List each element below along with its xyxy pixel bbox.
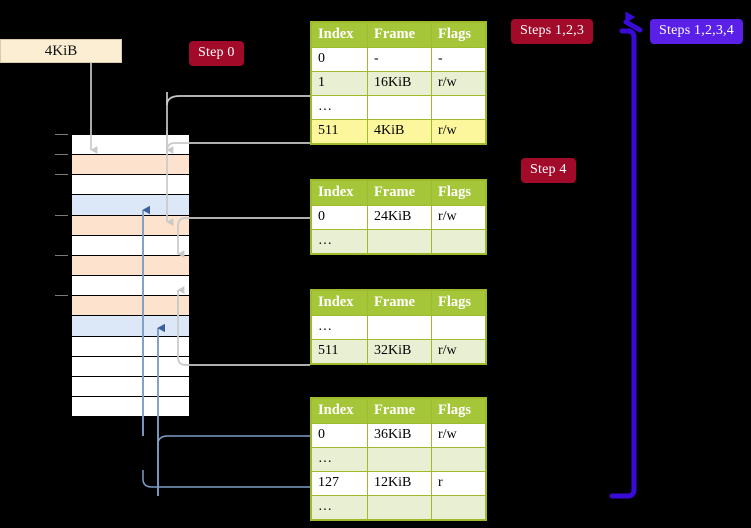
memory-frame-row — [71, 234, 190, 257]
memory-frame-row — [71, 275, 190, 297]
kib-frame-label: 4KiB — [44, 42, 78, 59]
memory-frame-row — [71, 214, 190, 237]
table-cell: 4KiB — [367, 119, 432, 144]
table-row: … — [311, 495, 486, 520]
step0-label: Step 0 — [198, 45, 235, 60]
table-row: … — [311, 315, 486, 340]
step4-badge: Step 4 — [521, 158, 576, 183]
table-row: … — [311, 95, 486, 120]
column-header-index: Index — [311, 180, 368, 206]
column-header-flags: Flags — [431, 22, 486, 48]
table-cell — [431, 447, 486, 472]
memory-frame-row — [71, 315, 190, 337]
steps123-badge: Steps 1,2,3 — [511, 19, 594, 44]
memory-frame-row — [71, 174, 190, 196]
table-cell — [431, 495, 486, 520]
memory-frame-row — [71, 254, 190, 277]
steps123-label: Steps 1,2,3 — [520, 23, 585, 38]
memory-scale-tick — [55, 214, 68, 216]
column-header-frame: Frame — [367, 398, 432, 424]
table-cell — [367, 315, 432, 340]
table-cell: 1 — [311, 71, 368, 96]
table-cell: … — [311, 315, 368, 340]
memory-frame-row — [71, 375, 190, 398]
table-cell — [431, 95, 486, 120]
table-cell: 16KiB — [367, 71, 432, 96]
memory-frame-row — [71, 355, 190, 378]
memory-scale-tick — [55, 254, 68, 256]
memory-frame-row — [71, 395, 190, 418]
memory-scale-tick — [55, 174, 68, 176]
table-cell: … — [311, 447, 368, 472]
memory-frame-row — [71, 194, 190, 216]
table-cell: r/w — [431, 339, 486, 364]
table-cell: - — [367, 47, 432, 72]
column-header-index: Index — [311, 398, 368, 424]
column-header-frame: Frame — [367, 22, 432, 48]
column-header-frame: Frame — [367, 180, 432, 206]
column-header-index: Index — [311, 22, 368, 48]
memory-frame-row — [71, 134, 190, 156]
table-cell: 127 — [311, 471, 368, 496]
table-cell — [367, 495, 432, 520]
table-cell: 24KiB — [367, 205, 432, 230]
memory-frame-row — [71, 295, 190, 317]
column-header-flags: Flags — [431, 290, 486, 316]
table-row: 0-- — [311, 47, 486, 72]
memory-scale-tick — [55, 295, 68, 297]
table-cell: … — [311, 95, 368, 120]
table-cell — [367, 95, 432, 120]
column-header-flags: Flags — [431, 398, 486, 424]
table-cell — [431, 315, 486, 340]
table-cell: … — [311, 495, 368, 520]
column-header-flags: Flags — [431, 180, 486, 206]
memory-scale-tick — [55, 154, 68, 156]
kib-frame-box: 4KiB — [0, 39, 122, 63]
table-cell: r/w — [431, 71, 486, 96]
steps1234-label: Steps 1,2,3,4 — [659, 23, 734, 38]
table-row: … — [311, 229, 486, 254]
steps1234-badge: Steps 1,2,3,4 — [650, 19, 743, 44]
step4-label: Step 4 — [530, 162, 567, 177]
memory-frame-row — [71, 335, 190, 358]
table-row: … — [311, 447, 486, 472]
table-cell: … — [311, 229, 368, 254]
table-cell — [367, 229, 432, 254]
column-header-index: Index — [311, 290, 368, 316]
memory-scale-tick — [55, 134, 68, 135]
table-cell: 0 — [311, 423, 368, 448]
table-cell: 511 — [311, 119, 368, 144]
table-cell: 0 — [311, 47, 368, 72]
table-cell: 32KiB — [367, 339, 432, 364]
table-cell: r — [431, 471, 486, 496]
table-cell: 12KiB — [367, 471, 432, 496]
table-cell — [431, 229, 486, 254]
table-cell — [367, 447, 432, 472]
memory-frame-row — [71, 154, 190, 176]
column-header-frame: Frame — [367, 290, 432, 316]
table-cell: r/w — [431, 119, 486, 144]
table-cell: r/w — [431, 205, 486, 230]
table-cell: r/w — [431, 423, 486, 448]
step0-badge: Step 0 — [189, 41, 244, 66]
table-cell: - — [431, 47, 486, 72]
table-cell: 36KiB — [367, 423, 432, 448]
table-cell: 511 — [311, 339, 368, 364]
physical-memory-column — [55, 134, 190, 418]
table-cell: 0 — [311, 205, 368, 230]
